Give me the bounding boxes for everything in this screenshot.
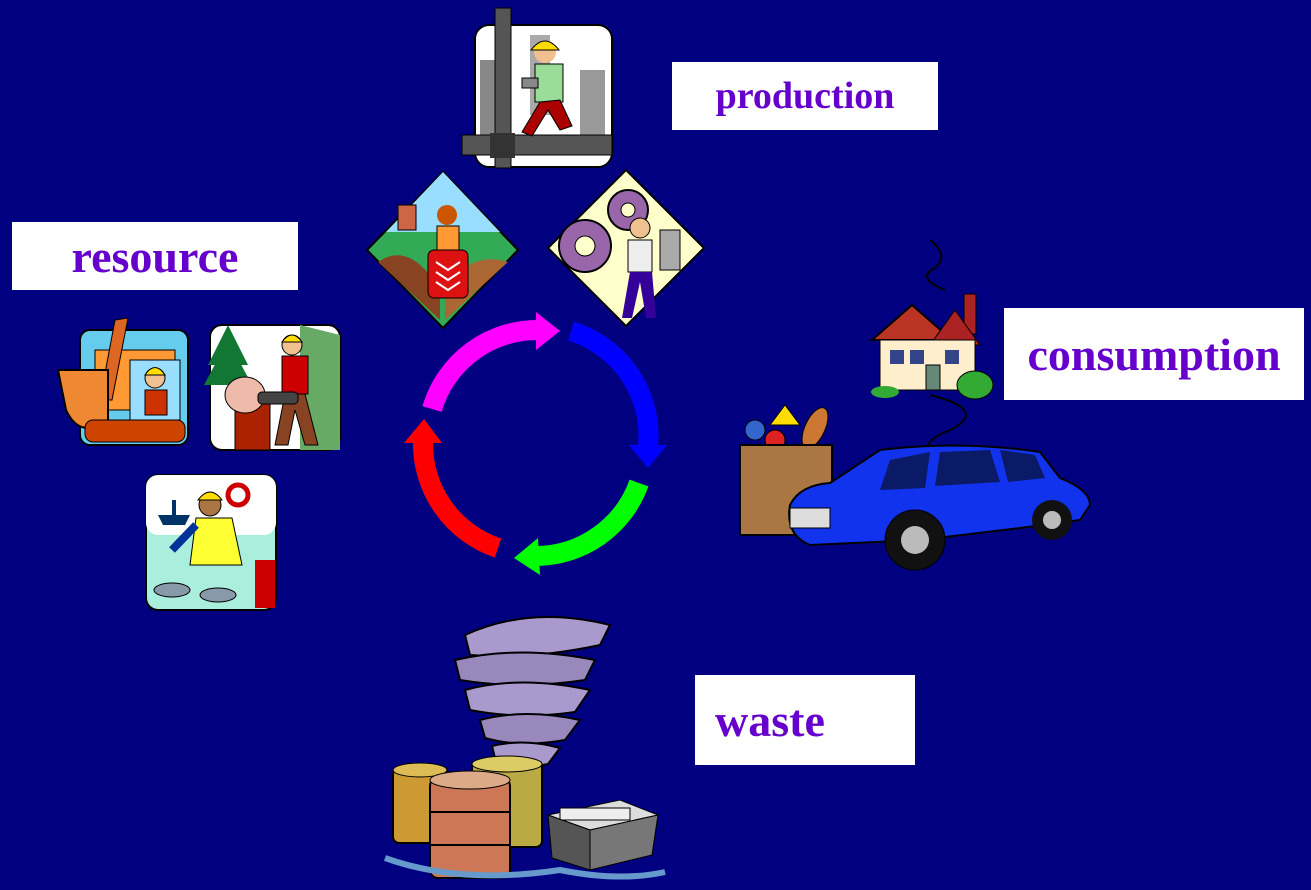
consumption-label: consumption xyxy=(1004,308,1304,400)
car-icon xyxy=(788,444,1092,571)
arrow-head-blue xyxy=(629,445,667,468)
arrow-resource-to-production xyxy=(422,319,542,413)
resource-label: resource xyxy=(12,222,298,290)
trash-bin-icon xyxy=(546,799,660,871)
oil-barrels-icon xyxy=(383,755,666,880)
arrow-head-green xyxy=(514,538,540,575)
farmer-tractor-icon xyxy=(365,170,520,330)
excavator-icon xyxy=(56,317,189,446)
house-icon xyxy=(869,239,994,471)
arrow-head-magenta xyxy=(536,312,560,350)
fisherman-icon xyxy=(145,474,277,611)
construction-worker-icon xyxy=(461,7,613,169)
arrow-production-to-consumption xyxy=(567,321,659,448)
arrow-head-red xyxy=(404,419,442,443)
cycle-arrows xyxy=(404,312,667,575)
arrow-consumption-to-waste xyxy=(534,479,649,567)
waste-label: waste xyxy=(695,675,915,765)
tornado-icon xyxy=(453,616,612,768)
factory-worker-gears-icon xyxy=(546,168,706,328)
production-label: production xyxy=(672,62,938,130)
arrow-waste-to-resource xyxy=(412,440,502,558)
lumberjack-chainsaw-icon xyxy=(204,324,341,451)
